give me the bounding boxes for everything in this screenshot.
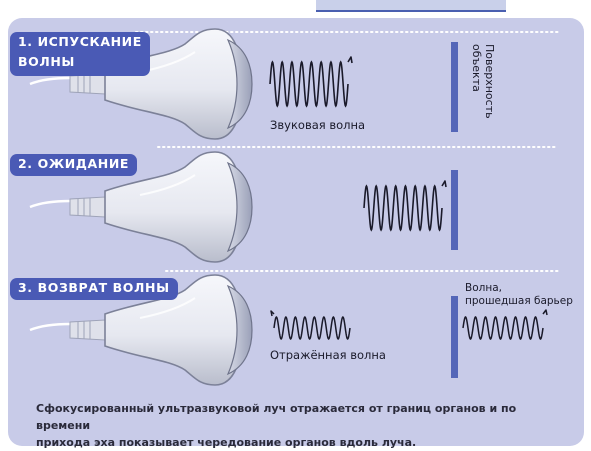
reflected-wave bbox=[270, 310, 351, 341]
surface-label: Поверхность объекта bbox=[470, 44, 496, 119]
reflected-wave-label: Отражённая волна bbox=[270, 348, 386, 362]
sound-wave-stage2 bbox=[363, 180, 447, 232]
stage-label-emission: 1. ИСПУСКАНИЕ ВОЛНЫ bbox=[10, 32, 150, 76]
footer-caption: Сфокусированный ультразвуковой луч отраж… bbox=[36, 402, 517, 449]
barrier-stage1 bbox=[451, 42, 458, 132]
stage-label-return: 3. ВОЗВРАТ ВОЛНЫ bbox=[10, 278, 178, 300]
passed-wave bbox=[462, 309, 548, 340]
stage-label-waiting: 2. ОЖИДАНИЕ bbox=[10, 154, 138, 176]
ultrasound-diagram bbox=[28, 27, 559, 387]
sound-wave-label: Звуковая волна bbox=[270, 118, 366, 132]
top-tab-decoration bbox=[316, 0, 506, 12]
barrier-stage2 bbox=[451, 170, 458, 250]
diagram-panel: 1. ИСПУСКАНИЕ ВОЛНЫ 2. ОЖИДАНИЕ 3. ВОЗВР… bbox=[8, 18, 584, 446]
barrier-stage3 bbox=[451, 296, 458, 378]
sound-wave-stage1 bbox=[269, 56, 353, 108]
passed-wave-label: Волна, прошедшая барьер bbox=[465, 282, 573, 307]
